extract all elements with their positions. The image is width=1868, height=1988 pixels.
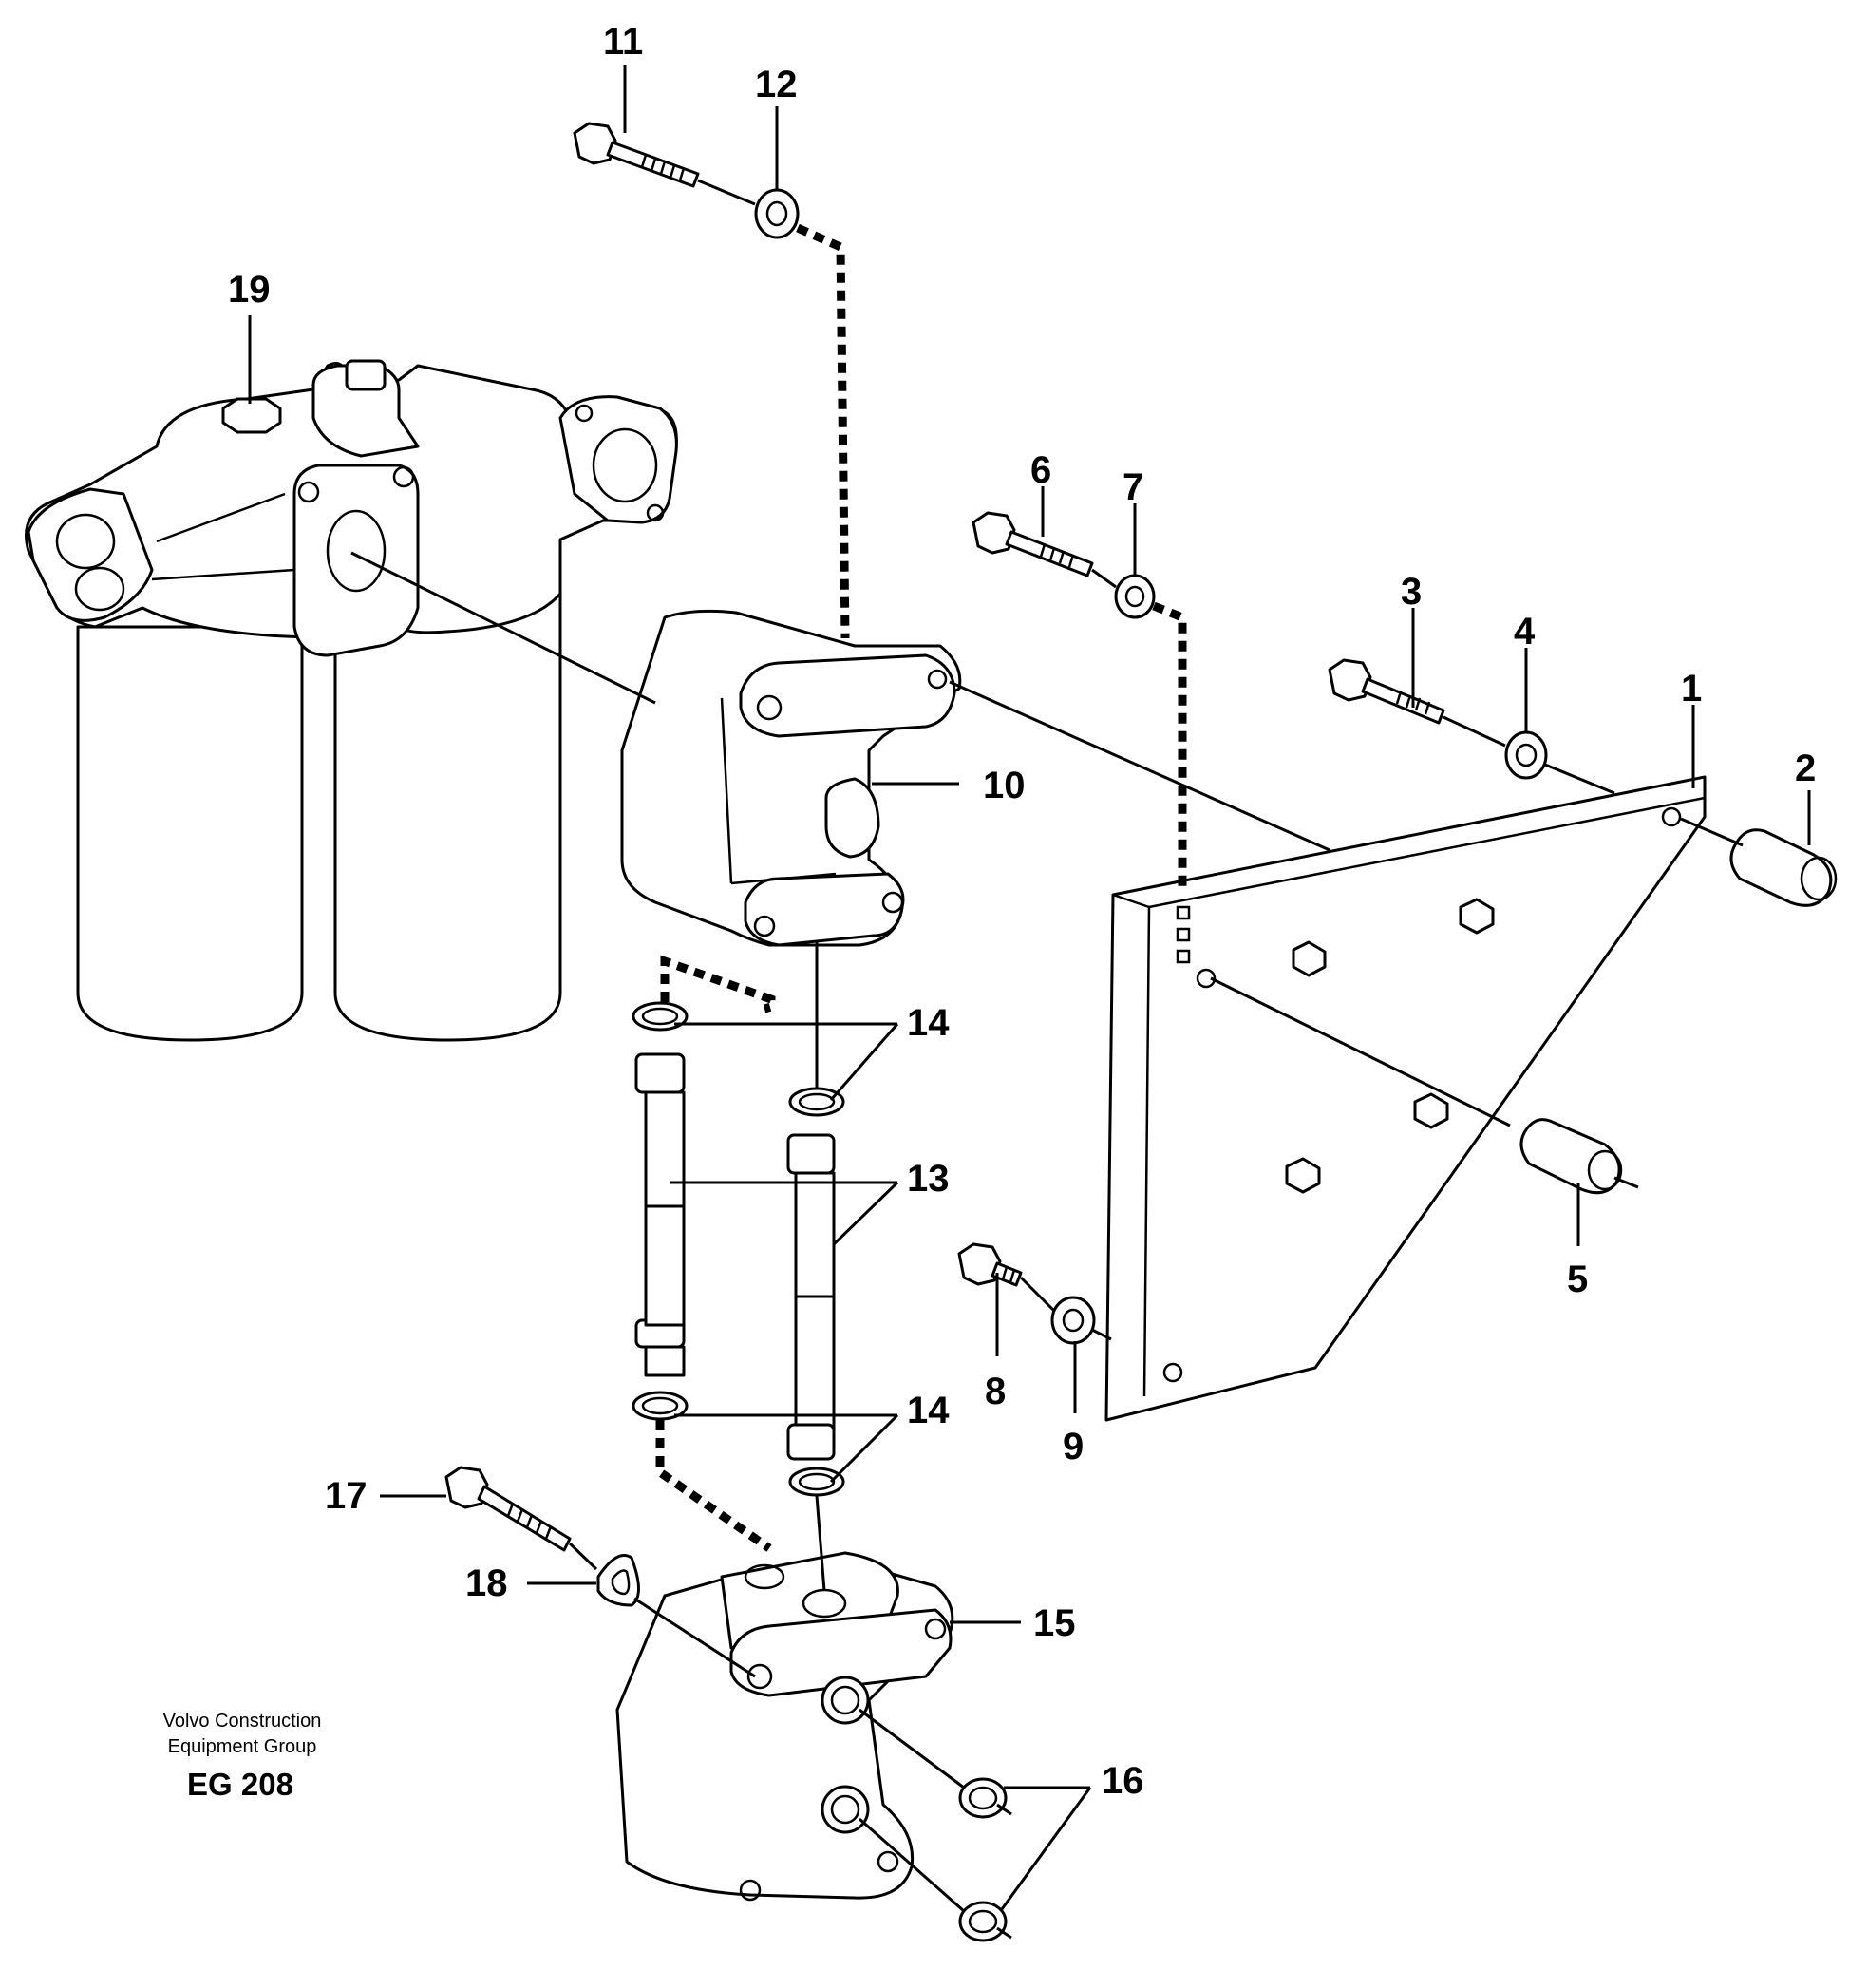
callout-15: 15 <box>1033 1602 1076 1644</box>
callout-14-upper: 14 <box>907 1002 950 1044</box>
callout-2: 2 <box>1795 748 1816 789</box>
caption-company-line1: Volvo Construction <box>163 1711 322 1732</box>
bolt-6 <box>972 511 1094 577</box>
callout-7: 7 <box>1123 466 1143 508</box>
callout-18: 18 <box>465 1562 508 1604</box>
pipe-right <box>786 1133 836 1461</box>
leader-lines <box>248 65 1811 1910</box>
callout-4: 4 <box>1514 611 1536 653</box>
callout-labels: 1 2 3 4 5 6 7 8 9 10 11 12 13 14 14 15 1… <box>228 21 1816 1802</box>
bolt-8 <box>957 1242 1023 1287</box>
caption-drawing-code: EG 208 <box>187 1767 293 1802</box>
washer-12 <box>754 188 800 239</box>
washer-7 <box>1114 574 1156 619</box>
upper-bracket <box>620 609 962 947</box>
callout-6: 6 <box>1030 449 1051 491</box>
bolt-17 <box>444 1466 572 1552</box>
caption-block: Volvo Construction Equipment Group EG 20… <box>163 1711 322 1802</box>
fuel-filter-assembly <box>25 359 678 1042</box>
mounting-plate <box>1104 775 1707 1422</box>
bolt-11 <box>573 122 700 188</box>
callout-11: 11 <box>603 21 643 63</box>
spacer-5 <box>1519 1118 1623 1195</box>
callout-12: 12 <box>755 64 798 105</box>
washer-18 <box>596 1554 640 1607</box>
callout-16: 16 <box>1102 1760 1144 1802</box>
o-rings-16 <box>958 1777 1008 1942</box>
callout-8: 8 <box>985 1371 1006 1412</box>
callout-13: 13 <box>907 1158 950 1200</box>
assembly-lines <box>350 179 1744 1940</box>
bolt-3 <box>1328 658 1445 725</box>
callout-10: 10 <box>983 765 1026 806</box>
callout-17: 17 <box>325 1475 368 1517</box>
callout-19: 19 <box>228 269 271 311</box>
caption-company-line2: Equipment Group <box>168 1736 317 1757</box>
spacer-2 <box>1729 828 1838 907</box>
callout-1: 1 <box>1681 668 1702 710</box>
pipe-left <box>634 1052 686 1377</box>
washer-4 <box>1504 730 1548 780</box>
callout-14-lower: 14 <box>907 1390 950 1431</box>
washer-9 <box>1050 1296 1096 1345</box>
callout-9: 9 <box>1063 1426 1084 1467</box>
lower-bracket <box>615 1551 954 1902</box>
callout-5: 5 <box>1567 1259 1588 1300</box>
callout-3: 3 <box>1401 571 1422 613</box>
o-rings-14 <box>632 1001 845 1497</box>
